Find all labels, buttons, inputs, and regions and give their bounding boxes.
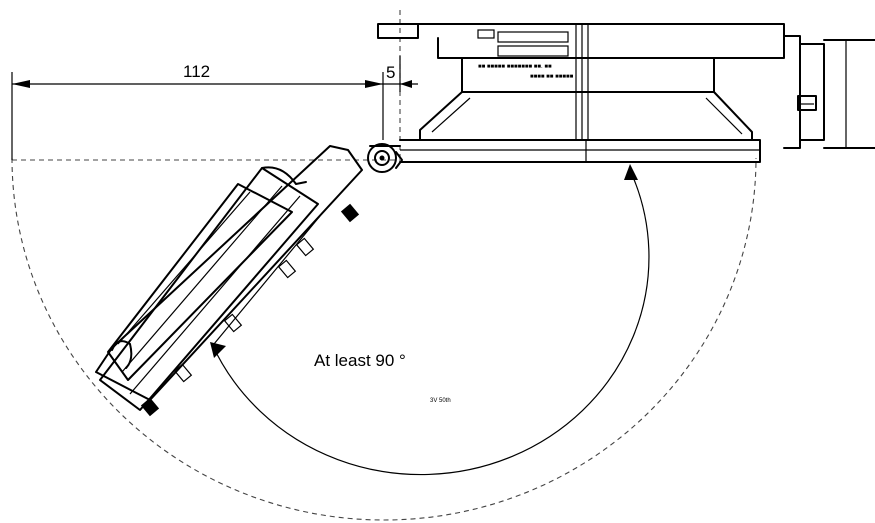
svg-text:■■ ■■■■■ ■■■■■■■ ■■. ■■: ■■ ■■■■■ ■■■■■■■ ■■. ■■ xyxy=(478,64,552,70)
dimension-5-label: 5 xyxy=(386,63,395,82)
hinge-pin xyxy=(367,143,403,173)
rubber-foot-bottom xyxy=(140,397,160,417)
dimension-112: 112 xyxy=(11,62,384,160)
rubber-foot-top xyxy=(340,203,360,223)
angle-note-label: At least 90 ° xyxy=(314,351,406,370)
svg-text:■■■■ ■■ ■■■■■: ■■■■ ■■ ■■■■■ xyxy=(530,74,574,80)
swing-arm xyxy=(95,145,363,417)
dimension-5: 5 xyxy=(383,56,418,92)
svg-text:3V 50th: 3V 50th xyxy=(430,398,451,404)
dimension-112-label: 112 xyxy=(183,62,210,81)
swing-envelope-arc xyxy=(11,157,757,521)
main-housing: ■■ ■■■■■ ■■■■■■■ ■■. ■■ ■■■■ ■■ ■■■■■ xyxy=(377,23,875,163)
angle-indicator: 3V 50th xyxy=(210,164,650,476)
